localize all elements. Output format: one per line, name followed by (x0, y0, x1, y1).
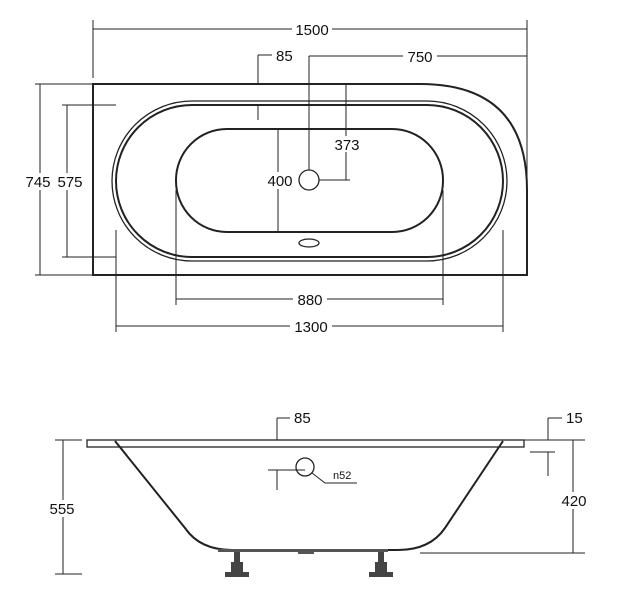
dim-rim-thickness: 15 (566, 410, 583, 427)
drain-icon (298, 169, 320, 191)
dim-overall-length: 1500 (295, 22, 328, 39)
foot-left (225, 552, 249, 577)
overflow-hole-icon (295, 457, 315, 477)
overflow-icon (298, 238, 320, 248)
dim-rim-offset: 85 (276, 48, 293, 65)
dim-drain-offset: 750 (407, 49, 432, 66)
dim-inner-width: 400 (267, 173, 292, 190)
dim-side-rim-offset: 85 (294, 410, 311, 427)
dim-basin-depth: 420 (561, 493, 586, 510)
rim (86, 439, 525, 448)
tub-outline (92, 83, 528, 276)
dim-basin-length: 1300 (294, 319, 327, 336)
top-view: 1500 85 750 373 400 745 575 (22, 20, 528, 336)
tub-body (114, 440, 504, 551)
dim-overall-width: 745 (25, 174, 50, 191)
dim-total-height: 555 (49, 501, 74, 518)
dim-overflow-diameter: n52 (333, 470, 351, 482)
foot-right (369, 552, 393, 577)
drain-trap (298, 550, 314, 554)
dim-drain-to-edge: 373 (334, 137, 359, 154)
dim-basin-width: 575 (57, 174, 82, 191)
dim-inner-length: 880 (297, 292, 322, 309)
side-view: 85 15 n52 555 420 (46, 410, 591, 577)
